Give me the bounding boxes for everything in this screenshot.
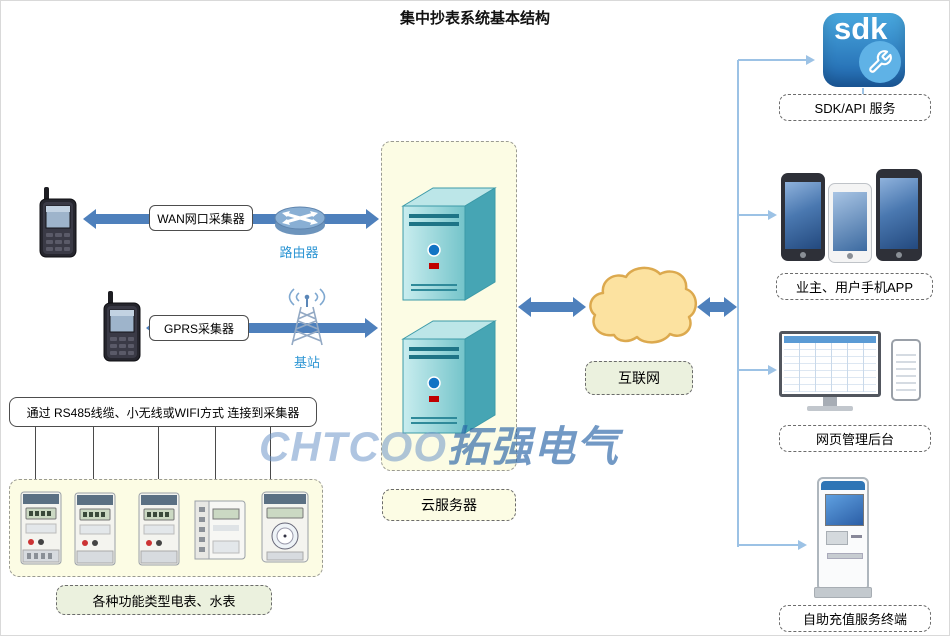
internet-label: 互联网 [585, 361, 693, 395]
branch-app-arrowhead [768, 210, 777, 220]
kiosk-screen [825, 494, 864, 526]
admin-phone-icon [891, 339, 921, 401]
phone-dark-icon [876, 169, 922, 261]
electric-meter-icon [138, 492, 180, 566]
meter-drop-line [35, 427, 36, 479]
wrench-circle [859, 41, 901, 83]
monitor-stand [823, 397, 837, 406]
monitor-base [807, 406, 853, 411]
meter-drop-line [93, 427, 94, 479]
owner-app-label: 业主、用户手机APP [776, 273, 933, 300]
meter-drop-line [215, 427, 216, 479]
server-internet-arrow [518, 297, 586, 317]
branch-kiosk-arrowhead [798, 540, 807, 550]
recharge-terminal-label: 自助充值服务终端 [779, 605, 931, 632]
server-tower-icon [401, 187, 497, 301]
page-title: 集中抄表系统基本结构 [399, 10, 550, 27]
phone-screen [785, 182, 821, 249]
recharge-kiosk-icon [814, 477, 875, 599]
clients-trunk-line [737, 60, 739, 547]
din-rail-meter-icon [194, 500, 246, 560]
internet-cloud-icon [589, 266, 697, 344]
internet-clients-arrow [697, 297, 737, 317]
monitor-icon [779, 331, 881, 397]
web-admin-icon [779, 331, 925, 415]
base-station-caption: 基站 [293, 355, 320, 370]
meter-drop-line [270, 427, 271, 479]
kiosk-body [817, 477, 869, 589]
wan-collector-label: WAN网口采集器 [149, 205, 253, 231]
spreadsheet-screen [784, 336, 876, 392]
kiosk-base [814, 587, 872, 598]
gprs-collector-label: GPRS采集器 [149, 315, 249, 341]
handheld-collector-icon [39, 187, 77, 258]
phone-list-lines [896, 349, 916, 393]
meter-drop-line [158, 427, 159, 479]
handheld-collector-icon [103, 291, 141, 362]
meters-caption: 各种功能类型电表、水表 [56, 585, 272, 615]
phone-home-button [896, 252, 902, 258]
router-caption: 路由器 [279, 245, 319, 260]
electric-meter-icon [20, 491, 62, 565]
branch-app-line [738, 214, 768, 216]
connection-note: 通过 RS485线缆、小无线或WIFI方式 连接到采集器 [9, 397, 317, 427]
sdk-label-connector [862, 88, 864, 94]
electric-meter-icon [74, 492, 116, 566]
router-icon [274, 206, 326, 235]
phone-screen [833, 192, 867, 251]
sdk-api-label: SDK/API 服务 [779, 94, 931, 121]
kiosk-keypad [826, 531, 848, 545]
web-admin-label: 网页管理后台 [779, 425, 931, 452]
branch-sdk-arrowhead [806, 55, 815, 65]
branch-web-line [738, 369, 768, 371]
kiosk-receipt-slot [827, 553, 863, 559]
phone-home-button [800, 252, 806, 258]
kiosk-header [821, 481, 865, 490]
phone-dark-icon [781, 173, 825, 261]
branch-web-arrowhead [768, 365, 777, 375]
phone-home-button [847, 253, 853, 259]
sdk-badge-icon: sdk [823, 11, 905, 87]
cloud-server-label: 云服务器 [382, 489, 516, 521]
wrench-icon [869, 50, 892, 73]
branch-sdk-line [738, 59, 806, 61]
mobile-phones-icon [781, 167, 923, 263]
water-meter-icon [261, 491, 309, 563]
phone-screen [880, 178, 918, 249]
sdk-badge-text: sdk [834, 11, 888, 46]
server-tower-icon [401, 320, 497, 434]
base-station-icon [288, 288, 326, 346]
phone-white-icon [828, 183, 872, 263]
kiosk-card-slot [851, 535, 862, 538]
branch-kiosk-line [738, 544, 798, 546]
